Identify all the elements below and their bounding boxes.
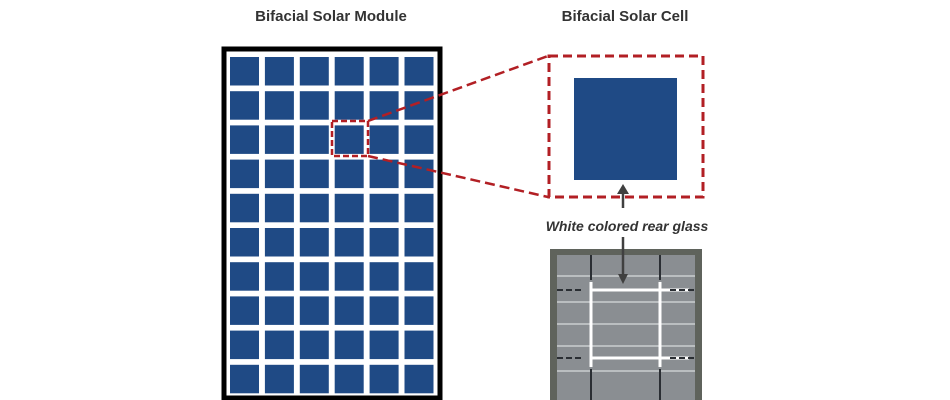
solar-cell (230, 125, 259, 154)
solar-cell (334, 228, 364, 257)
solar-cell (230, 91, 259, 120)
solar-cell (369, 296, 399, 325)
solar-cell (299, 159, 329, 189)
module-cells (230, 57, 434, 394)
solar-cell (230, 364, 259, 394)
solar-cell (334, 364, 364, 394)
solar-cell (264, 228, 294, 257)
solar-cell (369, 57, 399, 86)
arrow-up-icon (617, 184, 629, 194)
solar-cell (369, 125, 399, 154)
solar-cell (230, 57, 259, 86)
rear-glass-label: White colored rear glass (545, 218, 709, 234)
cell-photo (550, 249, 702, 400)
solar-cell (264, 330, 294, 360)
solar-cell (404, 91, 434, 120)
solar-cell (264, 125, 294, 154)
solar-cell (264, 296, 294, 325)
solar-cell (264, 159, 294, 189)
solar-cell (404, 262, 434, 291)
solar-cell (230, 159, 259, 189)
solar-cell (264, 364, 294, 394)
solar-cell (334, 91, 364, 120)
module-title: Bifacial Solar Module (255, 8, 407, 25)
solar-cell (404, 364, 434, 394)
solar-cell (230, 330, 259, 360)
solar-cell (369, 228, 399, 257)
solar-cell (369, 330, 399, 360)
solar-cell (369, 262, 399, 291)
solar-cell (369, 364, 399, 394)
solar-cell (230, 262, 259, 291)
solar-cell (299, 193, 329, 223)
solar-cell (264, 262, 294, 291)
solar-cell (264, 91, 294, 120)
solar-cell (404, 330, 434, 360)
solar-cell (404, 125, 434, 154)
solar-cell (334, 262, 364, 291)
highlight-box-small (330, 119, 370, 158)
solar-cell (404, 57, 434, 86)
cell-title: Bifacial Solar Cell (561, 8, 689, 25)
solar-cell (334, 330, 364, 360)
solar-cell (369, 193, 399, 223)
zoom-line-top (367, 54, 549, 123)
solar-cell (404, 193, 434, 223)
solar-cell (369, 159, 399, 189)
solar-cell (299, 296, 329, 325)
solar-cell (230, 296, 259, 325)
solar-cell (404, 296, 434, 325)
solar-cell (404, 228, 434, 257)
solar-cell (230, 228, 259, 257)
solar-cell (299, 91, 329, 120)
solar-cell (264, 57, 294, 86)
solar-cell (334, 296, 364, 325)
arrow-down-icon (618, 274, 628, 284)
solar-cell (334, 125, 364, 154)
zoomed-cell (574, 78, 677, 180)
solar-cell (299, 364, 329, 394)
solar-cell (299, 262, 329, 291)
solar-cell (299, 228, 329, 257)
solar-cell (334, 193, 364, 223)
solar-cell (299, 125, 329, 154)
solar-cell (299, 330, 329, 360)
solar-cell (299, 57, 329, 86)
solar-cell (334, 159, 364, 189)
zoom-line-bottom (367, 154, 549, 199)
solar-cell (404, 159, 434, 189)
solar-cell (230, 193, 259, 223)
solar-cell (334, 57, 364, 86)
solar-cell (264, 193, 294, 223)
